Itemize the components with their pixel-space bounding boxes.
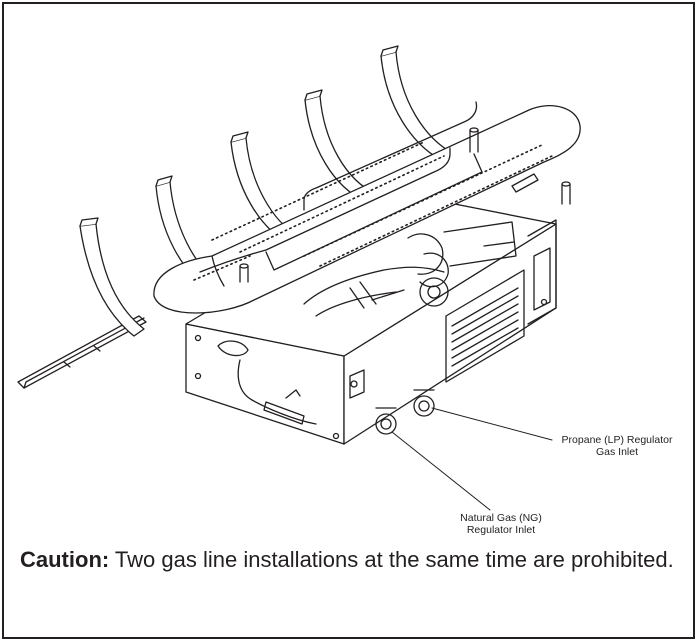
caution-note: Caution: Two gas line installations at t…	[20, 546, 690, 573]
natural-gas-callout-line2: Regulator Inlet	[466, 524, 536, 536]
leader-lines	[391, 407, 553, 511]
caution-label: Caution:	[20, 547, 110, 572]
grate-rail	[17, 315, 147, 389]
burner-pipe	[153, 101, 581, 314]
natural-gas-callout-line1: Natural Gas (NG)	[460, 512, 542, 524]
propane-regulator-callout: Propane (LP) Regulator Gas Inlet	[547, 434, 687, 458]
gas-burner-assembly-drawing	[17, 45, 581, 511]
propane-callout-line2: Gas Inlet	[595, 446, 639, 458]
control-box	[185, 193, 557, 445]
natural-gas-regulator-callout: Natural Gas (NG) Regulator Inlet	[446, 512, 556, 536]
caution-text: Two gas line installations at the same t…	[109, 547, 674, 572]
propane-callout-line1: Propane (LP) Regulator	[561, 434, 673, 446]
